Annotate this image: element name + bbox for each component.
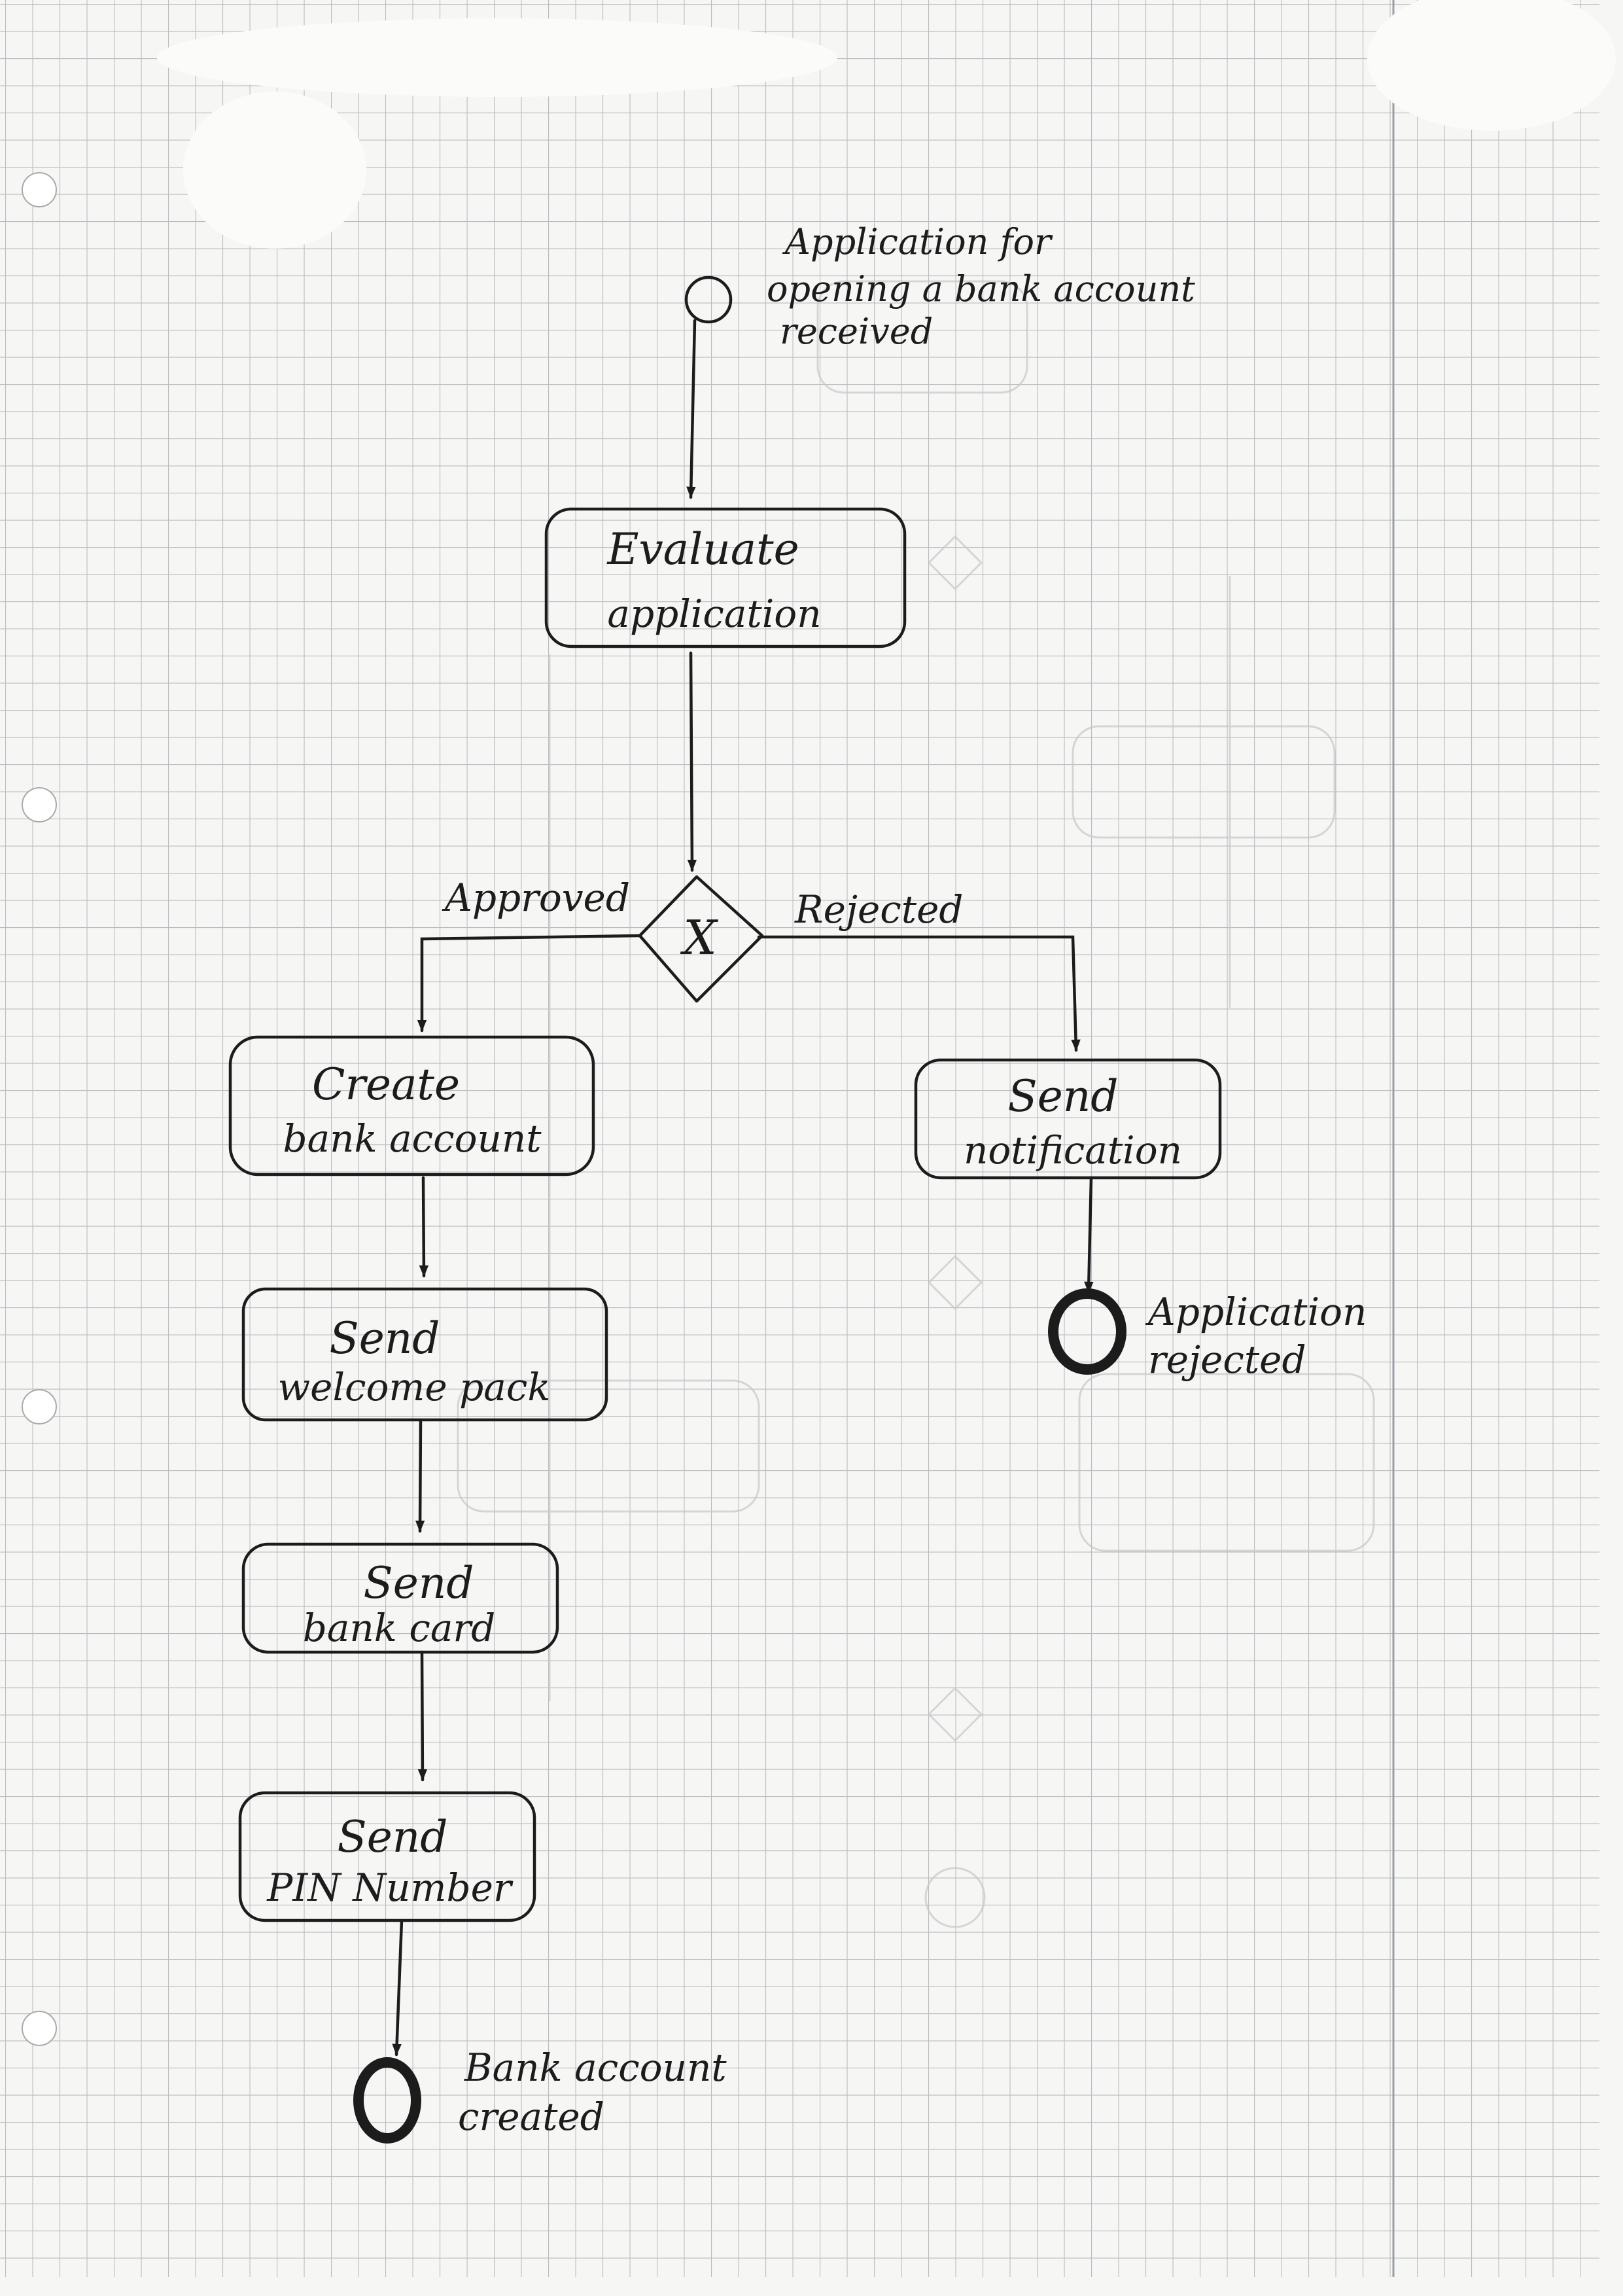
task-send-pin-number[interactable]: Send PIN Number: [238, 1791, 536, 1922]
task-welcome-line1: Send: [329, 1313, 440, 1364]
rejected-label: Rejected: [794, 887, 964, 932]
binder-hole-4: [22, 2011, 57, 2046]
task-create-line1: Create: [312, 1059, 460, 1110]
grid-area: [0, 0, 1599, 2277]
task-notify-line1: Send: [1007, 1071, 1118, 1122]
task-notify-line2: notification: [964, 1128, 1182, 1173]
flow-card-to-pin: [417, 1650, 428, 1782]
task-pin-line2: PIN Number: [266, 1865, 514, 1910]
task-welcome-box: [241, 1287, 608, 1422]
flow-gateway-rejected: [757, 935, 1081, 1052]
flow-notify-to-end: [1084, 1176, 1094, 1294]
flow-welcome-to-card: [415, 1418, 425, 1533]
redaction-patch-right: [1367, 0, 1616, 131]
flow-gateway-approved: [417, 934, 642, 1033]
task-notify-box: [914, 1058, 1222, 1180]
flow-pin-to-end: [392, 1918, 404, 2057]
task-create-line2: bank account: [283, 1116, 542, 1161]
binder-hole-3: [22, 1389, 57, 1424]
binder-hole-1: [22, 172, 57, 207]
start-event-label-line2: opening a bank account: [767, 268, 1195, 309]
task-evaluate-box: [544, 507, 907, 648]
end-event-application-rejected[interactable]: [1048, 1288, 1126, 1375]
binder-hole-2: [22, 787, 57, 822]
end-event-bank-account-created[interactable]: [353, 2057, 421, 2144]
task-create-box: [228, 1035, 595, 1176]
flow-evaluate-to-gateway: [687, 651, 697, 872]
task-card-line1: Send: [363, 1558, 474, 1608]
show-through-ghost: [457, 280, 1375, 1928]
redaction-patch-left: [157, 18, 837, 97]
task-card-line2: bank card: [303, 1606, 496, 1650]
task-pin-line1: Send: [337, 1812, 447, 1862]
task-create-bank-account[interactable]: Create bank account: [228, 1035, 595, 1176]
start-event-circle: [684, 275, 733, 324]
end-rejected-line2: rejected: [1148, 1337, 1306, 1382]
task-evaluate-line1: Evaluate: [606, 524, 799, 574]
task-card-box: [241, 1542, 559, 1654]
task-evaluate-application[interactable]: Evaluate application: [544, 507, 907, 648]
end-event-rejected-circle: [1048, 1288, 1126, 1375]
redaction-patch-top-left: [183, 92, 366, 249]
task-welcome-line2: welcome pack: [277, 1365, 550, 1409]
end-created-line1: Bank account: [464, 2045, 727, 2090]
start-event[interactable]: [684, 275, 733, 324]
task-send-welcome-pack[interactable]: Send welcome pack: [241, 1287, 608, 1422]
gateway-diamond: [638, 875, 764, 1003]
task-evaluate-line2: application: [607, 592, 821, 636]
task-pin-box: [238, 1791, 536, 1922]
start-event-label-line1: Application for: [782, 221, 1053, 262]
approved-label: Approved: [442, 875, 630, 920]
flow-start-to-evaluate: [686, 319, 697, 499]
exclusive-gateway[interactable]: X: [638, 875, 764, 1003]
task-send-notification[interactable]: Send notification: [914, 1058, 1222, 1180]
end-created-line2: created: [458, 2094, 604, 2139]
task-send-bank-card[interactable]: Send bank card: [241, 1542, 559, 1654]
start-event-label-line3: received: [780, 311, 933, 352]
end-rejected-line1: Application: [1145, 1290, 1367, 1334]
gateway-x-symbol: X: [680, 910, 718, 965]
end-event-created-circle: [353, 2057, 421, 2144]
flow-create-to-welcome: [419, 1176, 429, 1278]
